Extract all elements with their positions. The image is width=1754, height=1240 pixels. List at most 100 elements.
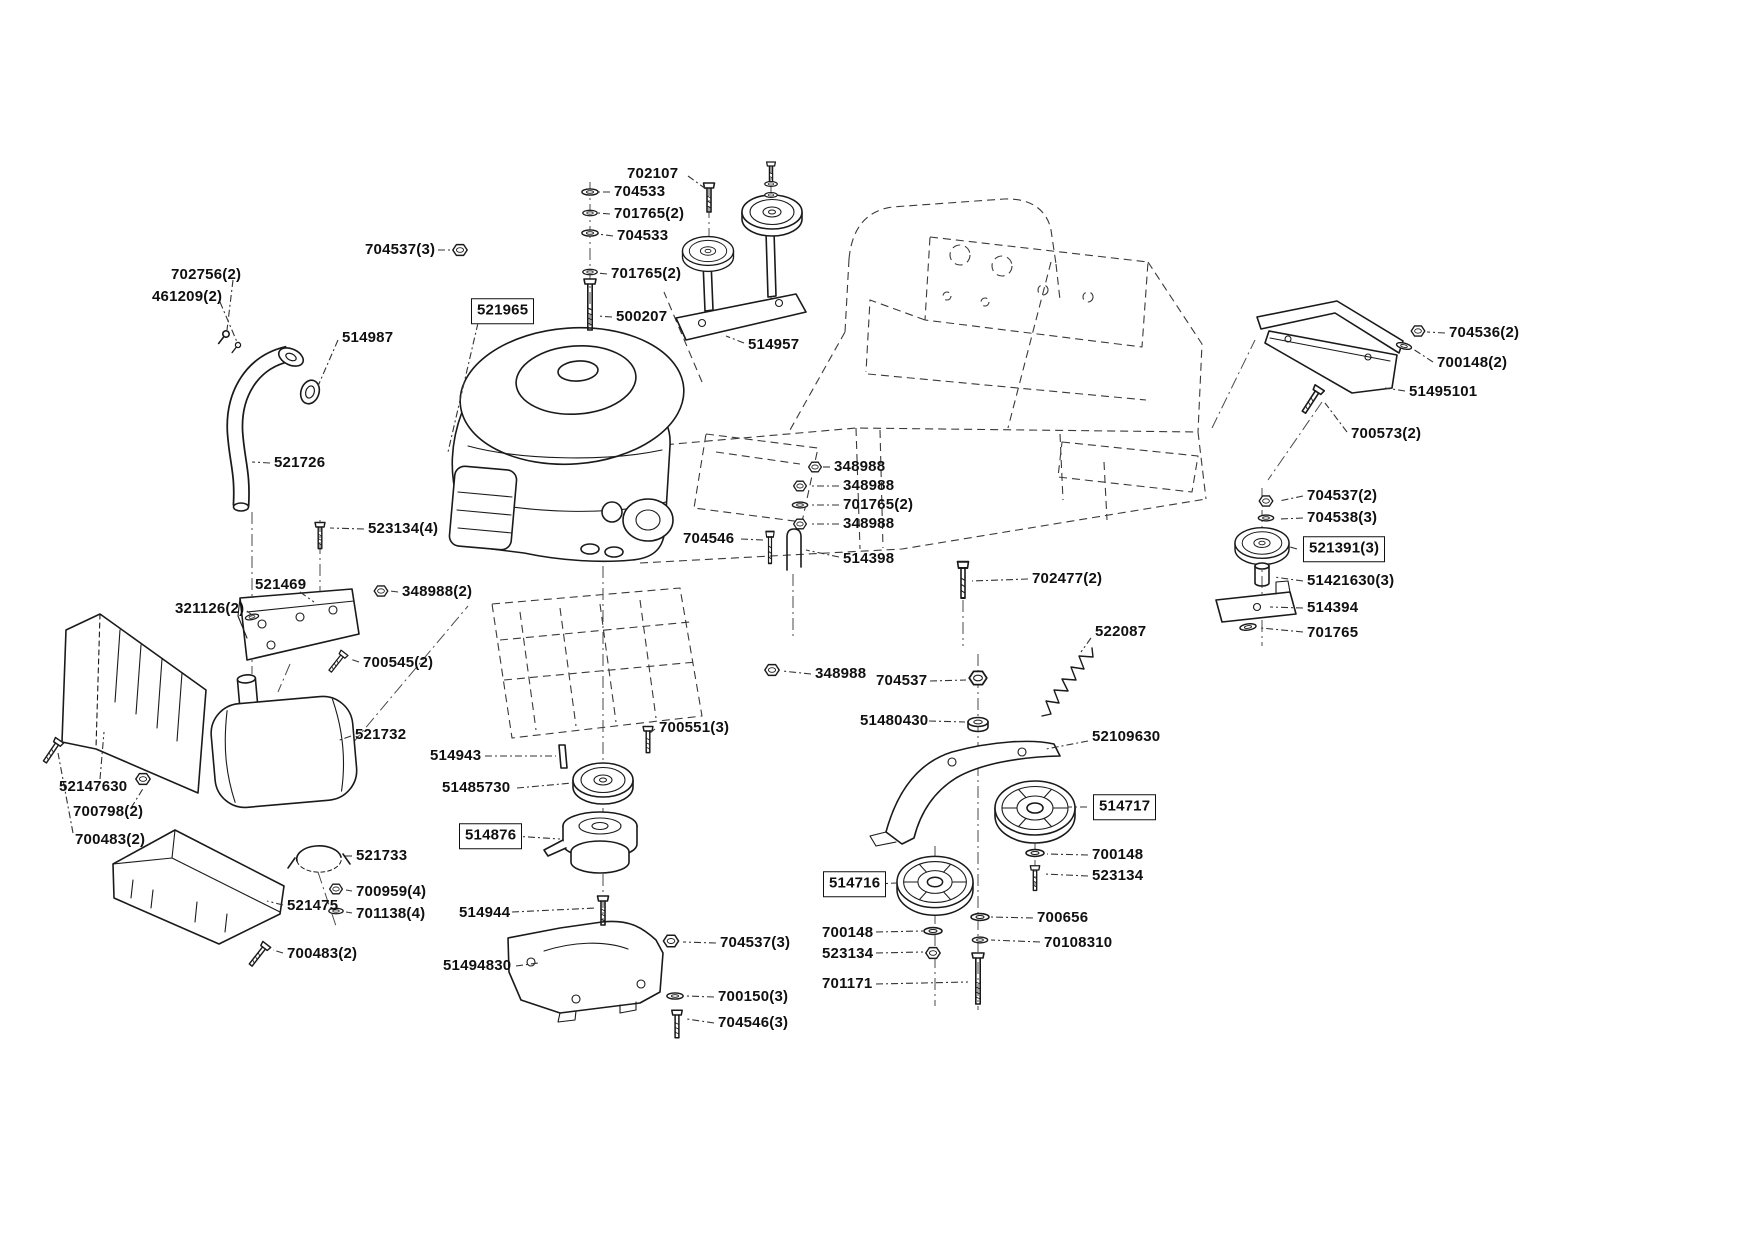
leader-line-7005732 <box>1324 402 1348 433</box>
part-label-523134: 523134 <box>1092 866 1144 884</box>
leader-line-700656 <box>990 916 1034 919</box>
part-label-7007982: 700798(2) <box>73 802 144 820</box>
part-label-514944: 514944 <box>459 903 511 921</box>
part-label-704546: 704546 <box>683 529 735 547</box>
part-label-514398: 514398 <box>843 549 895 567</box>
part-label-7045463: 704546(3) <box>718 1013 789 1031</box>
part-label-704537: 704537 <box>876 671 928 689</box>
part-label-521732: 521732 <box>355 725 407 743</box>
leader-line-3211262 <box>246 610 253 616</box>
heat-shield-lower-drawing <box>112 829 285 945</box>
part-label-3211262: 321126(2) <box>175 599 245 617</box>
leader-line-7005452 <box>349 658 360 663</box>
part-label-500207: 500207 <box>616 307 668 325</box>
part-label-51485730: 51485730 <box>442 778 511 796</box>
leader-line-514957 <box>725 335 745 344</box>
leader-line-7009594 <box>345 889 353 892</box>
leader-line-7045383 <box>1278 517 1304 520</box>
part-label-521475: 521475 <box>287 896 339 914</box>
leader-line-7017652 <box>596 272 608 275</box>
leader-line-704533 <box>597 233 614 237</box>
leader-line-7045463 <box>686 1018 715 1024</box>
part-label-51480430: 51480430 <box>860 711 929 729</box>
leader-line-70108310 <box>990 939 1041 943</box>
engine-bracket-drawing <box>237 588 360 661</box>
part-label-704533: 704533 <box>614 182 666 200</box>
part-label-701765: 701765 <box>1307 623 1359 641</box>
idler-bracket-drawing <box>675 194 807 341</box>
part-label-514876: 514876 <box>459 823 523 849</box>
leader-line-7011384 <box>345 911 353 914</box>
leader-line-52109630 <box>1045 740 1089 750</box>
part-label-700148: 700148 <box>822 923 874 941</box>
part-label-348988: 348988 <box>834 457 886 475</box>
part-label-514716: 514716 <box>823 871 887 897</box>
leader-line-514394 <box>1269 606 1304 609</box>
part-label-5231344: 523134(4) <box>368 519 439 537</box>
part-label-7001482: 700148(2) <box>1437 353 1508 371</box>
part-label-7045373: 704537(3) <box>365 240 436 258</box>
part-label-7009594: 700959(4) <box>356 882 427 900</box>
part-label-522087: 522087 <box>1095 622 1147 640</box>
leader-line-521965 <box>447 322 479 453</box>
part-label-514394: 514394 <box>1307 598 1359 616</box>
bracket-514394-drawing <box>1215 580 1297 623</box>
deck-bracket-drawing <box>869 740 1061 847</box>
support-bracket-drawing <box>1256 300 1404 394</box>
leader-line-7007982 <box>130 786 145 809</box>
part-label-7045362: 704536(2) <box>1449 323 1520 341</box>
part-label-7005732: 700573(2) <box>1351 424 1422 442</box>
lower-bracket-drawing <box>507 920 664 1023</box>
leader-line-523134 <box>1043 873 1089 877</box>
leader-line-51485730 <box>516 782 573 789</box>
leader-line-348988 <box>781 670 812 675</box>
leader-line-7005513 <box>649 728 656 734</box>
part-label-514216303: 51421630(3) <box>1307 571 1395 589</box>
part-label-514987: 514987 <box>342 328 394 346</box>
part-label-51494830: 51494830 <box>443 956 512 974</box>
heat-shield-upper-drawing <box>61 613 207 794</box>
leader-line-522087 <box>1080 637 1092 653</box>
leader-line-514987 <box>317 339 339 387</box>
part-label-523134: 523134 <box>822 944 874 962</box>
part-label-700148: 700148 <box>1092 845 1144 863</box>
leader-line-701765 <box>1260 627 1304 633</box>
leader-line-514398 <box>805 549 840 558</box>
leader-line-514216303 <box>1273 576 1304 582</box>
leader-line-704537 <box>929 679 967 682</box>
part-label-5213913: 521391(3) <box>1303 536 1386 562</box>
part-label-7017652: 701765(2) <box>614 204 685 222</box>
leader-line-7004832 <box>57 752 74 834</box>
part-label-7004832: 700483(2) <box>75 830 146 848</box>
part-label-348988: 348988 <box>843 476 895 494</box>
part-label-7004832: 700483(2) <box>287 944 358 962</box>
leader-line-514944 <box>511 907 597 913</box>
part-label-70108310: 70108310 <box>1044 933 1113 951</box>
part-label-7027562: 702756(2) <box>171 265 242 283</box>
part-label-521965: 521965 <box>471 298 535 324</box>
leader-line-51495101 <box>1384 387 1406 392</box>
part-label-7017652: 701765(2) <box>843 495 914 513</box>
spring-drawing <box>1041 647 1094 717</box>
part-label-7045373: 704537(3) <box>720 933 791 951</box>
part-label-348988: 348988 <box>843 514 895 532</box>
leader-line-51480430 <box>928 720 966 723</box>
floor-pan <box>491 587 703 739</box>
leader-line-7045362 <box>1426 331 1446 334</box>
part-label-704533: 704533 <box>617 226 669 244</box>
leader-line-521732 <box>336 735 352 742</box>
leader-line-7001503 <box>685 995 715 998</box>
part-label-7045372: 704537(2) <box>1307 486 1378 504</box>
part-label-521726: 521726 <box>274 453 326 471</box>
part-label-701171: 701171 <box>822 974 873 992</box>
leader-line-700148 <box>1046 853 1089 856</box>
part-label-3489882: 348988(2) <box>402 582 473 600</box>
leader-line-5231344 <box>329 527 365 530</box>
exhaust-gasket <box>299 379 321 405</box>
leader-line-7045373 <box>682 941 717 944</box>
part-label-514943: 514943 <box>430 746 482 764</box>
